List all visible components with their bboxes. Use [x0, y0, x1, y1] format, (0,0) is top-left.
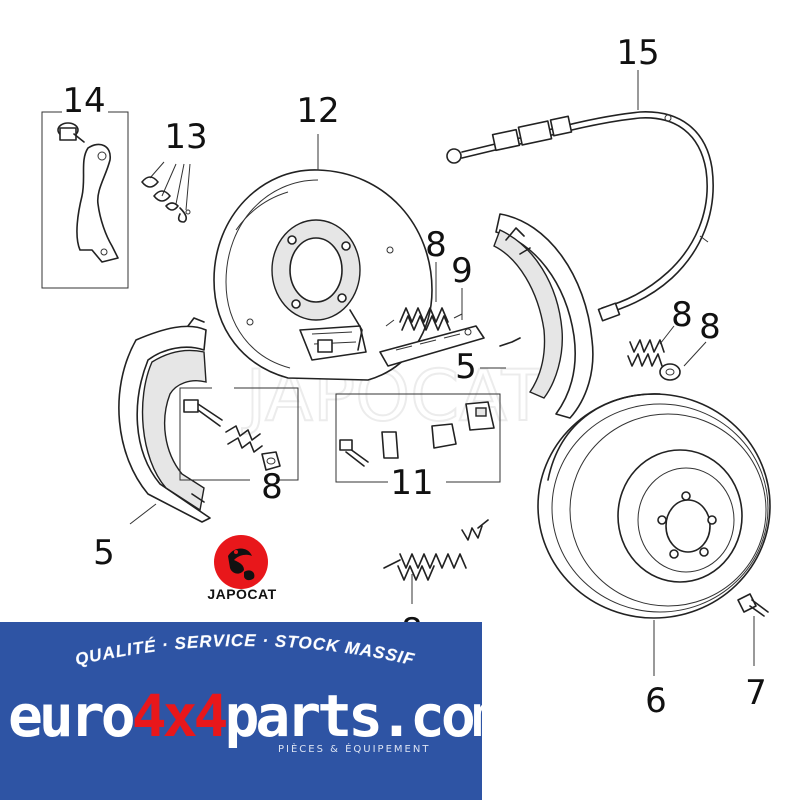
japocat-logo — [214, 535, 268, 589]
part-11-adjuster-kit — [335, 393, 501, 483]
part-8-spring-top — [385, 307, 463, 331]
part-5-shoe-right — [493, 213, 594, 419]
callout-8-spring-top: 8 — [425, 225, 447, 265]
callout-8-right-a: 8 — [671, 295, 693, 335]
callout-12: 12 — [296, 91, 339, 131]
callout-8-right-b: 8 — [699, 307, 721, 347]
part-12-backing-plate — [213, 169, 433, 381]
callout-9: 9 — [451, 251, 473, 291]
callout-14: 14 — [62, 81, 105, 121]
domain-part-4x4: 4x4 — [131, 682, 229, 750]
callout-6: 6 — [645, 681, 667, 721]
svg-text:QUALITÉ · SERVICE · STOCK MASS: QUALITÉ · SERVICE · STOCK MASSIF — [73, 631, 416, 669]
brand-banner: QUALITÉ · SERVICE · STOCK MASSIF euro4x4… — [0, 622, 482, 800]
domain-part-euro: euro — [8, 682, 136, 750]
callout-7: 7 — [745, 673, 767, 713]
part-6-brake-drum — [537, 393, 771, 619]
callout-5-left: 5 — [93, 533, 115, 573]
banner-subtitle: PIÈCES & ÉQUIPEMENT — [278, 744, 431, 755]
callout-8-bolt-box: 8 — [261, 467, 283, 507]
part-7-drum-screw — [737, 593, 769, 617]
banner-domain: euro4x4parts.com — [8, 676, 482, 756]
callout-11: 11 — [390, 463, 433, 503]
part-8-washer-right — [659, 363, 681, 381]
part-9-adjuster-strut — [379, 325, 485, 367]
callout-15: 15 — [616, 33, 659, 73]
part-15-handbrake-cable — [446, 111, 714, 322]
callout-13: 13 — [164, 117, 207, 157]
banner-tagline: QUALITÉ · SERVICE · STOCK MASSIF — [73, 631, 416, 670]
part-13-clips — [141, 161, 191, 223]
logo-name: JAPOCAT — [207, 586, 277, 602]
part-14-lever-kit — [41, 111, 129, 289]
banner-tagline-arc: QUALITÉ · SERVICE · STOCK MASSIF — [73, 631, 416, 670]
part-5-shoe-left — [118, 317, 211, 523]
callout-5-right: 5 — [455, 347, 477, 387]
part-8-hold-down-kit — [179, 387, 299, 481]
domain-part-parts: parts.com — [224, 682, 482, 750]
part-8-spring-bottom — [383, 519, 489, 581]
part-8-spring-right — [627, 339, 665, 367]
